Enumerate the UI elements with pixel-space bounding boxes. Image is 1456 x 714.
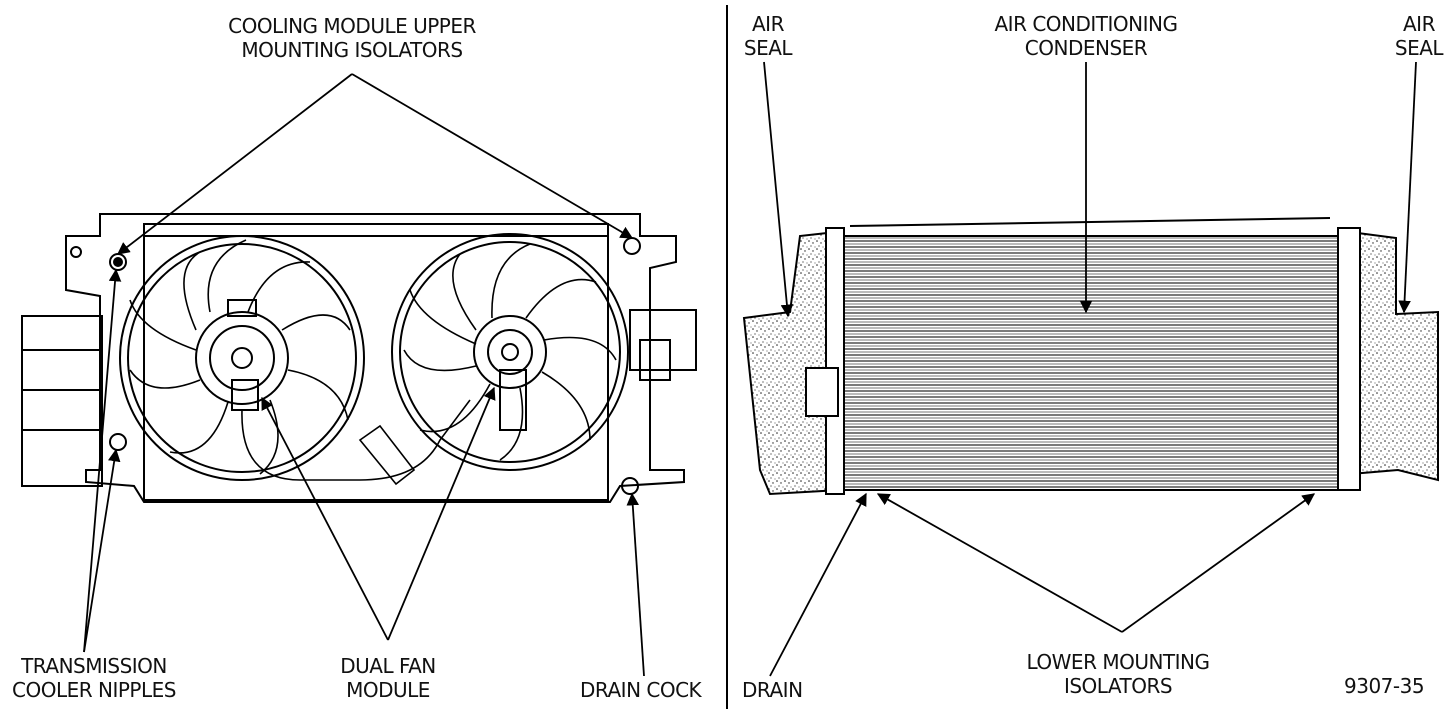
transmission-nipple-lower: [109, 433, 127, 451]
figure-id: 9307-35: [1344, 674, 1425, 698]
cooling-module: [21, 213, 697, 503]
fan-left: [119, 235, 365, 481]
radiator-right-tank: [629, 309, 697, 371]
label-transmission-cooler-nipples: TRANSMISSION COOLER NIPPLES: [12, 654, 176, 702]
air-seal-right-block: [1349, 230, 1439, 482]
label-drain: DRAIN: [742, 678, 803, 702]
ac-condenser-view: [742, 217, 1439, 496]
leader-lines: [83, 61, 1417, 677]
condenser-core: [835, 235, 1353, 491]
transmission-nipple-upper: [113, 257, 123, 267]
label-drain-cock: DRAIN COCK: [580, 678, 702, 702]
label-air-conditioning-condenser: AIR CONDITIONING CONDENSER: [994, 12, 1178, 60]
label-air-seal-left: AIR SEAL: [743, 12, 793, 60]
radiator-left-tank: [21, 315, 103, 487]
label-upper-mounting-isolators: COOLING MODULE UPPER MOUNTING ISOLATORS: [228, 14, 476, 62]
upper-isolator-right: [623, 237, 641, 255]
fan-shroud: [65, 213, 685, 503]
label-dual-fan-module: DUAL FAN MODULE: [340, 654, 436, 702]
fan-right: [391, 233, 629, 471]
label-lower-mounting-isolators: LOWER MOUNTING ISOLATORS: [1026, 650, 1210, 698]
label-air-seal-right: AIR SEAL: [1394, 12, 1444, 60]
